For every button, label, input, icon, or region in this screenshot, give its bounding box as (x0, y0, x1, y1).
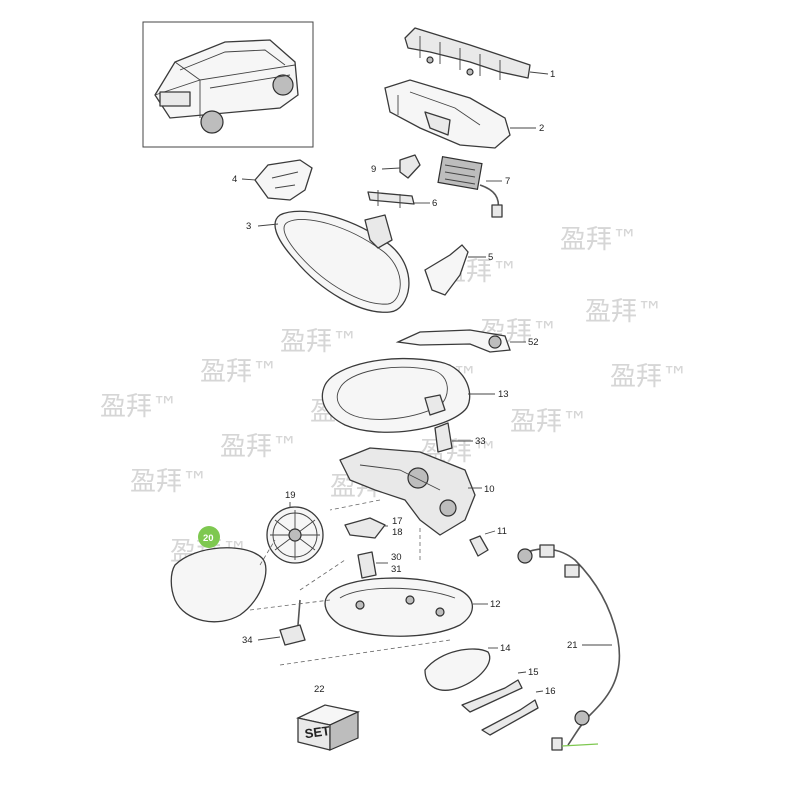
part-4-gasket (254, 159, 313, 201)
callout-14: 14 (500, 643, 511, 654)
part-11-screw (469, 535, 489, 557)
part-2-base-cover (384, 79, 511, 149)
callout-16: 16 (545, 686, 556, 697)
part-19-adjuster (266, 506, 324, 564)
callout-20: 20 (203, 533, 214, 544)
callout-52: 52 (528, 337, 539, 348)
callout-30: 30 (391, 552, 402, 563)
part-12-lower-housing (324, 577, 474, 637)
watermark: 盈拜™ (220, 432, 298, 462)
callout-4: 4 (232, 174, 237, 185)
watermark: 盈拜™ (200, 357, 278, 387)
callout-2: 2 (539, 123, 544, 134)
callout-5: 5 (488, 252, 493, 263)
highlight-badge (198, 526, 220, 548)
callout-11: 11 (497, 526, 507, 537)
vehicle-thumbnail (142, 21, 314, 148)
callout-31: 31 (391, 564, 402, 575)
callout-17: 17 (392, 516, 403, 527)
watermark: 盈拜™ (100, 392, 178, 422)
watermark: 盈拜™ (585, 297, 663, 327)
watermark: 盈拜™ (560, 225, 638, 255)
part-13-housing (321, 357, 471, 433)
part-5-bracket (424, 244, 469, 296)
callout-15: 15 (528, 667, 539, 678)
part-17-18-drive (344, 517, 386, 539)
part-16-lens (481, 699, 539, 736)
part-15-seal (461, 679, 523, 713)
callout-33: 33 (475, 436, 486, 447)
part-9-clip (399, 154, 421, 179)
part-7-motor (437, 156, 503, 218)
watermark: 盈拜™ (610, 362, 688, 392)
callout-12: 12 (490, 599, 501, 610)
guide-lines (249, 499, 451, 666)
callout-6: 6 (432, 198, 437, 209)
callout-10: 10 (484, 484, 495, 495)
part-22-set-box: SET (296, 704, 361, 751)
callout-3: 3 (246, 221, 251, 232)
callout-22: 22 (314, 684, 325, 695)
callout-9: 9 (371, 164, 376, 175)
callout-7: 7 (505, 176, 510, 187)
part-6-bracket (367, 190, 415, 208)
watermark: 盈拜™ (130, 467, 208, 497)
part-30-31-lamp (357, 551, 377, 579)
callout-19: 19 (285, 490, 296, 501)
part-1-mounting-base (404, 27, 531, 80)
watermark: 盈拜™ (280, 327, 358, 357)
part-34-light-strip (279, 599, 306, 646)
part-14-cover (424, 648, 491, 691)
set-label: SET (304, 723, 331, 741)
callout-21: 21 (567, 640, 578, 651)
part-33-light (434, 422, 453, 453)
callout-1: 1 (550, 69, 555, 80)
callout-13: 13 (498, 389, 509, 400)
part-20-mirror-glass (170, 547, 267, 623)
callout-18: 18 (392, 527, 403, 538)
part-21-wiring-harness (517, 544, 621, 751)
part-52-arm (395, 329, 511, 353)
part-10-frame (339, 447, 476, 536)
watermark: 盈拜™ (510, 407, 588, 437)
callout-34: 34 (242, 635, 253, 646)
part-clip-stand (364, 214, 393, 249)
